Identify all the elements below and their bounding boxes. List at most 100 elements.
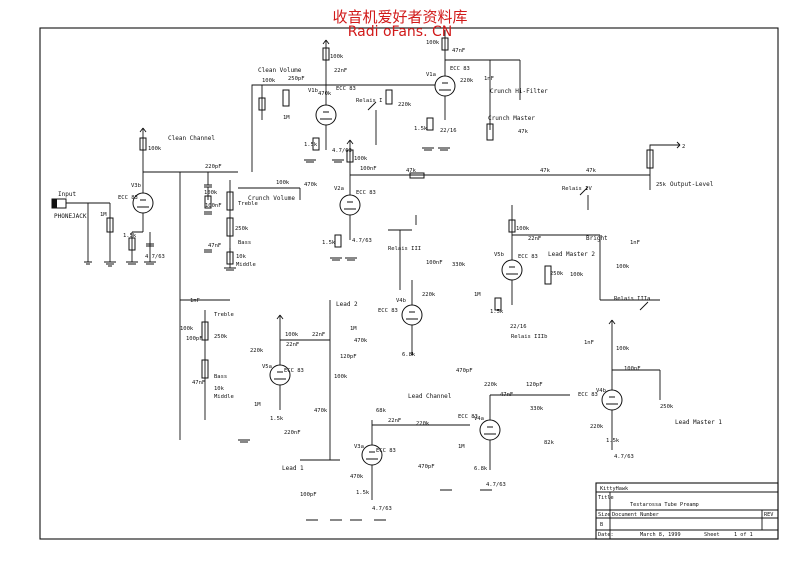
svg-text:47nF: 47nF bbox=[208, 243, 221, 249]
svg-text:ECC 83: ECC 83 bbox=[458, 414, 478, 420]
svg-text:100k: 100k bbox=[180, 326, 194, 332]
title-value: Testarossa Tube Preamp bbox=[630, 502, 699, 508]
svg-text:1nF: 1nF bbox=[484, 76, 494, 82]
tube-v4b: V4b ECC 83 1M 470k 120pF 6.8k 100pF Lead… bbox=[282, 280, 423, 521]
lead-tonestack: 1nF 100k 100pF Treble 250k Bass 47nF 10k… bbox=[179, 298, 250, 443]
input-label: Input bbox=[58, 191, 76, 198]
tube-v5b: 100nF 330k 100k V5b ECC 83 22nF Lead Mas… bbox=[388, 205, 660, 340]
svg-text:ECC 83: ECC 83 bbox=[356, 190, 376, 196]
relais-4-label: Relais IV bbox=[562, 186, 592, 192]
lead-master2-label: Lead Master 2 bbox=[548, 251, 595, 258]
svg-text:1M: 1M bbox=[350, 326, 357, 332]
date-label: Date: bbox=[598, 532, 614, 538]
sheet-value: 1 of 1 bbox=[734, 532, 753, 538]
svg-text:100pF: 100pF bbox=[300, 492, 317, 498]
svg-text:100k: 100k bbox=[354, 156, 368, 162]
svg-text:ECC 83: ECC 83 bbox=[376, 448, 396, 454]
svg-text:V4a: V4a bbox=[474, 416, 484, 422]
svg-text:25k: 25k bbox=[656, 182, 667, 188]
svg-text:220pF: 220pF bbox=[205, 164, 222, 170]
svg-text:Bass: Bass bbox=[238, 240, 251, 246]
svg-text:470pF: 470pF bbox=[456, 368, 473, 374]
svg-text:100k: 100k bbox=[334, 374, 348, 380]
svg-text:220k: 220k bbox=[460, 78, 474, 84]
tube-v3a: V3a ECC 83 68k 470k 1.5k 4.7/63 22nF 220… bbox=[350, 393, 470, 521]
crunch-master-label: Crunch Master bbox=[488, 115, 535, 122]
lead-master1-label: Lead Master 1 bbox=[675, 419, 722, 426]
svg-text:100nF: 100nF bbox=[360, 166, 377, 172]
tube-v4a: V4a ECC 83 220k 470pF 47nF 120pF 330k 1M… bbox=[440, 368, 570, 491]
lead-channel-label: Lead Channel bbox=[408, 393, 452, 400]
svg-text:4.7/63: 4.7/63 bbox=[352, 238, 372, 244]
svg-text:ECC 83: ECC 83 bbox=[336, 86, 356, 92]
svg-text:ECC 83: ECC 83 bbox=[450, 66, 470, 72]
svg-text:100k: 100k bbox=[148, 146, 162, 152]
svg-text:250k: 250k bbox=[214, 334, 228, 340]
svg-text:6.8k: 6.8k bbox=[474, 466, 488, 472]
relais-3a-label: Relais IIIa bbox=[614, 296, 650, 302]
svg-text:V2a: V2a bbox=[334, 186, 344, 192]
svg-text:100k: 100k bbox=[426, 40, 440, 46]
svg-text:ECC 83: ECC 83 bbox=[578, 392, 598, 398]
tube-v1b: Clean Volume 100k 250pF 1M 100k V1b ECC … bbox=[251, 39, 412, 172]
svg-text:V4b: V4b bbox=[596, 388, 606, 394]
svg-text:1.5k: 1.5k bbox=[322, 240, 336, 246]
tube-v1a: 100k V1a ECC 83 47nF 220k 1nF Crunch Hi-… bbox=[340, 30, 548, 151]
svg-text:22nF: 22nF bbox=[312, 332, 325, 338]
svg-text:120pF: 120pF bbox=[340, 354, 357, 360]
svg-text:22/16: 22/16 bbox=[440, 128, 457, 134]
svg-text:470k: 470k bbox=[318, 91, 332, 97]
watermark-chinese: 收音机爱好者资料库 bbox=[332, 8, 468, 26]
svg-text:1M: 1M bbox=[254, 402, 261, 408]
svg-text:100pF: 100pF bbox=[186, 336, 203, 342]
svg-text:68k: 68k bbox=[376, 408, 387, 414]
svg-text:1nF: 1nF bbox=[630, 240, 640, 246]
svg-text:220k: 220k bbox=[422, 292, 436, 298]
svg-text:6.8k: 6.8k bbox=[402, 352, 416, 358]
svg-text:470pF: 470pF bbox=[418, 464, 435, 470]
svg-text:ECC 83: ECC 83 bbox=[284, 368, 304, 374]
svg-text:220nF: 220nF bbox=[284, 430, 301, 436]
svg-text:ECC 83: ECC 83 bbox=[118, 195, 138, 201]
svg-text:1.5k: 1.5k bbox=[270, 416, 284, 422]
svg-text:V3a: V3a bbox=[354, 444, 364, 450]
relais-3b-label: Relais IIIb bbox=[511, 334, 547, 340]
svg-text:470k: 470k bbox=[350, 474, 364, 480]
svg-text:100k: 100k bbox=[516, 226, 530, 232]
svg-text:V5b: V5b bbox=[494, 252, 504, 258]
svg-text:220k: 220k bbox=[398, 102, 412, 108]
size-label: Size bbox=[598, 512, 611, 518]
svg-text:1.5k: 1.5k bbox=[414, 126, 428, 132]
svg-text:47nF: 47nF bbox=[452, 48, 465, 54]
svg-text:220k: 220k bbox=[590, 424, 604, 430]
lead-2-label: Lead 2 bbox=[336, 301, 358, 308]
svg-text:22nF: 22nF bbox=[286, 342, 299, 348]
title-field-label: Title bbox=[598, 495, 614, 501]
document-number-label: Document Number bbox=[612, 512, 659, 518]
svg-text:2: 2 bbox=[682, 144, 685, 150]
svg-text:47k: 47k bbox=[540, 168, 551, 174]
svg-text:47nF: 47nF bbox=[192, 380, 205, 386]
tube-v3b: 100k V3b ECC 83 1.5k 4.7/63 bbox=[118, 127, 165, 265]
size-value: B bbox=[600, 522, 603, 528]
svg-text:1M: 1M bbox=[474, 292, 481, 298]
svg-text:V5a: V5a bbox=[262, 364, 272, 370]
svg-text:V4b: V4b bbox=[396, 298, 406, 304]
crunch-volume-label: Crunch Volume bbox=[248, 195, 295, 202]
svg-text:Middle: Middle bbox=[214, 394, 234, 400]
svg-text:ECC 83: ECC 83 bbox=[518, 254, 538, 260]
clean-volume-label: Clean Volume bbox=[258, 67, 302, 74]
svg-text:330k: 330k bbox=[530, 406, 544, 412]
date-value: March 8, 1999 bbox=[640, 532, 681, 538]
svg-text:100nF: 100nF bbox=[205, 203, 222, 209]
svg-text:4.7/63: 4.7/63 bbox=[145, 254, 165, 260]
watermark-site: Radi oFans. CN bbox=[347, 24, 453, 40]
svg-text:330k: 330k bbox=[452, 262, 466, 268]
svg-text:1.5k: 1.5k bbox=[606, 438, 620, 444]
svg-text:1.5k: 1.5k bbox=[304, 142, 318, 148]
relais-1-label: Relais I bbox=[356, 98, 383, 104]
svg-text:250pF: 250pF bbox=[288, 76, 305, 82]
bright-label: Bright bbox=[586, 235, 608, 242]
